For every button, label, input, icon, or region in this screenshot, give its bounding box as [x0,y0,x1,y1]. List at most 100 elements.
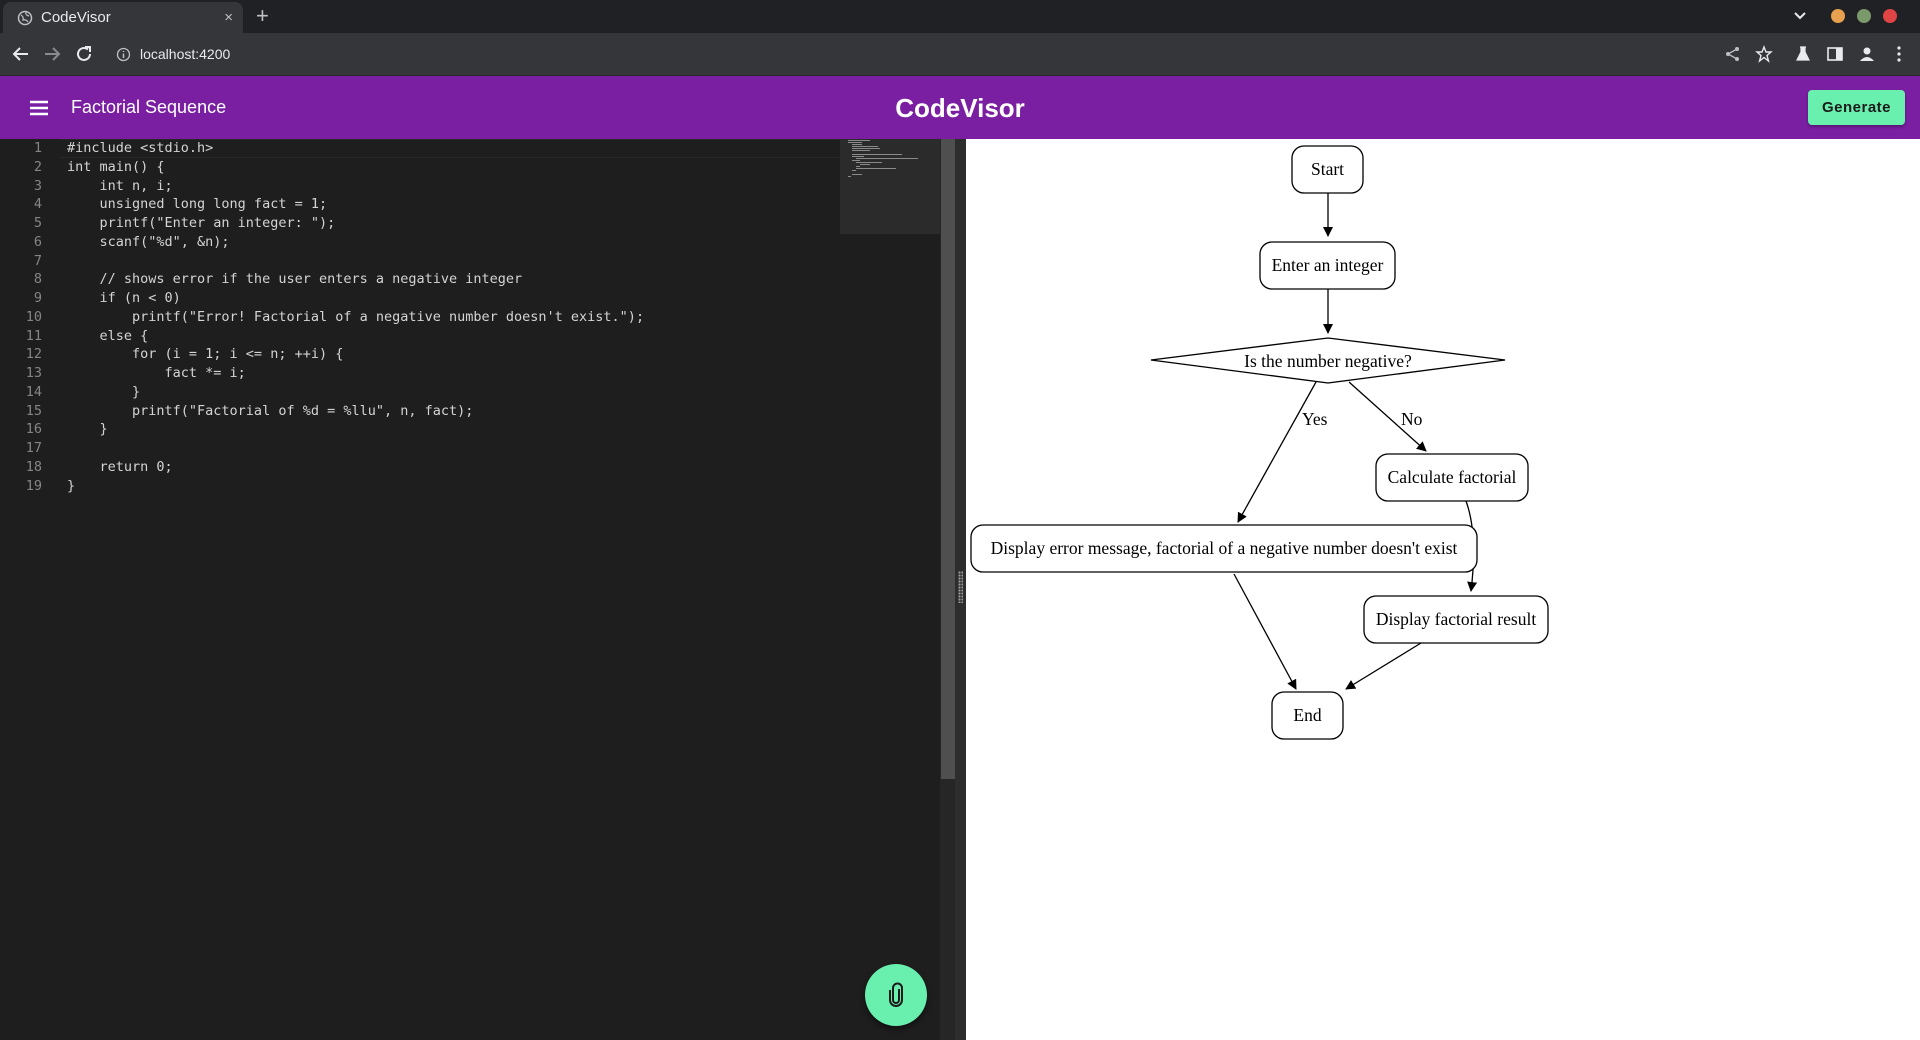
generate-button[interactable]: Generate [1808,90,1905,125]
app-title: CodeVisor [895,93,1025,123]
star-icon[interactable] [1755,45,1773,63]
code-line: 18 return 0; [0,459,940,478]
line-number: 2 [33,158,42,175]
side-panel-icon[interactable] [1826,45,1844,63]
hamburger-menu-icon[interactable] [26,96,52,120]
address-bar[interactable]: localhost:4200 [108,39,1758,70]
code-line: 16 } [0,421,940,440]
edge-result-end [1345,642,1422,690]
code-line: 1 #include <stdio.h> [0,140,940,159]
line-number: 17 [25,440,42,456]
edge-error-end [1233,573,1297,690]
line-text: // shows error if the user enters a nega… [67,271,523,288]
url-text: localhost:4200 [140,46,231,62]
line-text: } [67,477,76,494]
chevron-down-icon[interactable] [1791,6,1809,24]
code-line: 7 [0,253,940,272]
tab-close-icon[interactable]: × [224,9,233,26]
info-icon[interactable] [116,47,131,62]
maximize-window-button[interactable] [1857,9,1871,23]
line-number: 18 [25,458,42,475]
code-line: 15 printf("Factorial of %d = %llu", n, f… [0,403,940,422]
code-editor[interactable]: 1 #include <stdio.h> 2 int main() { 3 int n,… [0,139,956,1040]
line-number: 1 [33,140,42,156]
line-number: 12 [25,346,42,363]
node-decision-label: Is the number negative? [1244,351,1412,371]
line-text: int n, i; [67,177,173,194]
line-text: } [67,383,141,400]
edge-no [1348,381,1427,452]
line-number: 13 [25,365,42,381]
code-line: 4 unsigned long long fact = 1; [0,196,940,215]
line-text: if (n < 0) [67,290,181,306]
node-decision: Is the number negative? [1150,337,1506,384]
share-icon[interactable] [1724,45,1742,63]
line-number: 10 [25,308,42,325]
code-line: 10 printf("Error! Factorial of a negativ… [0,309,940,328]
more-vert-icon[interactable] [1890,45,1908,63]
line-number: 8 [33,271,42,288]
line-text: #include <stdio.h> [67,140,214,156]
node-end: End [1271,691,1344,740]
edge-label-no: No [1401,409,1423,429]
node-start: Start [1291,145,1364,194]
line-number: 15 [25,402,42,419]
paperclip-icon [889,982,903,1007]
code-line: 19} [0,478,940,497]
attach-file-button[interactable] [865,964,927,1026]
app-toolbar: Factorial Sequence CodeVisor Generate [0,76,1920,139]
node-end-label: End [1293,705,1321,725]
drag-handle-icon[interactable] [958,571,963,603]
line-text: scanf("%d", &n); [67,233,230,250]
line-number: 19 [25,477,42,494]
node-start-label: Start [1311,159,1344,179]
node-input-label: Enter an integer [1272,255,1384,275]
code-line: 11 else { [0,328,940,347]
reload-icon[interactable] [73,43,95,65]
line-text: int main() { [67,158,165,175]
minimap[interactable] [840,139,940,234]
node-result: Display factorial result [1363,595,1549,644]
code-line: 3 int n, i; [0,178,940,197]
code-line: 8 // shows error if the user enters a ne… [0,271,940,290]
current-line-highlight [60,139,840,158]
editor-scrollbar-thumb[interactable] [941,139,955,779]
pane-splitter[interactable] [955,139,966,1040]
flowchart: Yes No Start Enter an integer Is the num… [970,145,1549,740]
line-text: unsigned long long fact = 1; [67,196,328,213]
forward-arrow-icon[interactable] [41,43,63,65]
document-title: Factorial Sequence [71,97,227,117]
line-number: 4 [33,196,42,213]
editor-scrollbar-track[interactable] [940,139,956,1040]
line-text: } [67,421,108,438]
node-calc: Calculate factorial [1375,453,1529,502]
code-line: 5 printf("Enter an integer: "); [0,215,940,234]
node-error-label: Display error message, factorial of a ne… [991,538,1458,558]
new-tab-button[interactable]: + [256,3,269,28]
line-text: printf("Factorial of %d = %llu", n, fact… [67,402,474,419]
line-number: 14 [25,383,42,400]
line-number: 11 [25,327,42,344]
line-number: 6 [33,233,42,250]
line-number: 16 [25,421,42,438]
tab-title: CodeVisor [41,9,111,26]
line-number: 5 [33,215,42,231]
lab-flask-icon[interactable] [1794,45,1812,63]
back-arrow-icon[interactable] [10,43,32,65]
line-text: else { [67,327,149,344]
node-result-label: Display factorial result [1376,609,1537,629]
close-window-button[interactable] [1883,9,1897,23]
line-text: printf("Enter an integer: "); [67,215,336,231]
line-number: 9 [33,290,42,306]
code-line: 9 if (n < 0) [0,290,940,309]
node-input: Enter an integer [1259,241,1396,290]
line-text: printf("Error! Factorial of a negative n… [67,308,645,325]
minimize-window-button[interactable] [1831,9,1845,23]
code-line: 2 int main() { [0,159,940,178]
line-number: 3 [33,177,42,194]
node-calc-label: Calculate factorial [1388,467,1517,487]
line-text: for (i = 1; i <= n; ++i) { [67,346,344,363]
profile-icon[interactable] [1858,45,1876,63]
node-error: Display error message, factorial of a ne… [970,524,1478,573]
browser-tab[interactable]: CodeVisor × [3,2,243,33]
